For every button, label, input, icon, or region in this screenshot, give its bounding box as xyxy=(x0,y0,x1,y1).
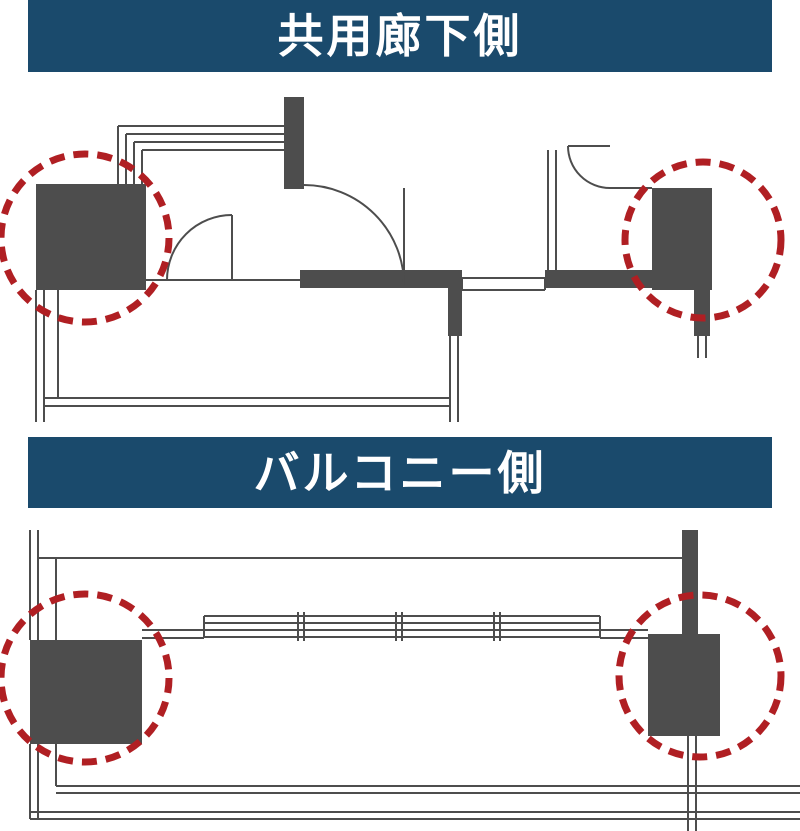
balcony-partitions xyxy=(29,530,800,831)
corridor-walls xyxy=(36,97,712,336)
corridor-wall-right-horizontal xyxy=(545,270,652,288)
corridor-column-left xyxy=(36,184,146,290)
corridor-bottom-left-lines xyxy=(35,290,459,422)
corridor-door-arcs xyxy=(166,145,611,286)
door-arc-right xyxy=(567,145,611,189)
corridor-wall-center-top xyxy=(284,97,304,189)
corridor-plan xyxy=(0,97,785,422)
section-header-balcony: バルコニー側 xyxy=(28,437,772,508)
corridor-wall-right-stub xyxy=(694,290,710,336)
corridor-wall-center-stub xyxy=(448,288,462,336)
section-title-corridor: 共用廊下側 xyxy=(277,10,523,62)
balcony-window-connectors xyxy=(142,629,648,639)
corridor-bottom-right-lines xyxy=(697,336,707,358)
balcony-column-left xyxy=(30,640,142,744)
balcony-wall-right-top xyxy=(682,530,698,634)
corridor-threshold-lines xyxy=(461,277,546,291)
section-header-corridor: 共用廊下側 xyxy=(28,0,772,72)
corridor-wall-center-horizontal xyxy=(300,270,462,288)
corridor-left-door-frame xyxy=(146,215,300,281)
corridor-partitions xyxy=(35,125,707,422)
balcony-left-top-lines xyxy=(29,530,682,786)
balcony-column-right xyxy=(648,634,720,736)
corridor-right-door-walls xyxy=(547,145,652,270)
section-title-balcony: バルコニー側 xyxy=(253,446,547,499)
highlight-circle-balcony-left xyxy=(0,590,173,766)
balcony-bottom-verticals xyxy=(29,736,697,831)
corridor-closet-lines xyxy=(117,125,284,184)
highlight-circle-corridor-right xyxy=(621,158,785,322)
balcony-plan xyxy=(0,530,800,831)
highlight-circle-corridor-left xyxy=(0,150,173,326)
door-arc-left xyxy=(166,214,233,281)
balcony-edge-lines xyxy=(30,785,800,820)
balcony-walls xyxy=(30,530,720,744)
corridor-column-right xyxy=(652,188,712,290)
door-arc-center xyxy=(303,184,405,286)
balcony-window-mullions xyxy=(297,612,501,641)
highlight-circle-balcony-right xyxy=(615,591,785,761)
